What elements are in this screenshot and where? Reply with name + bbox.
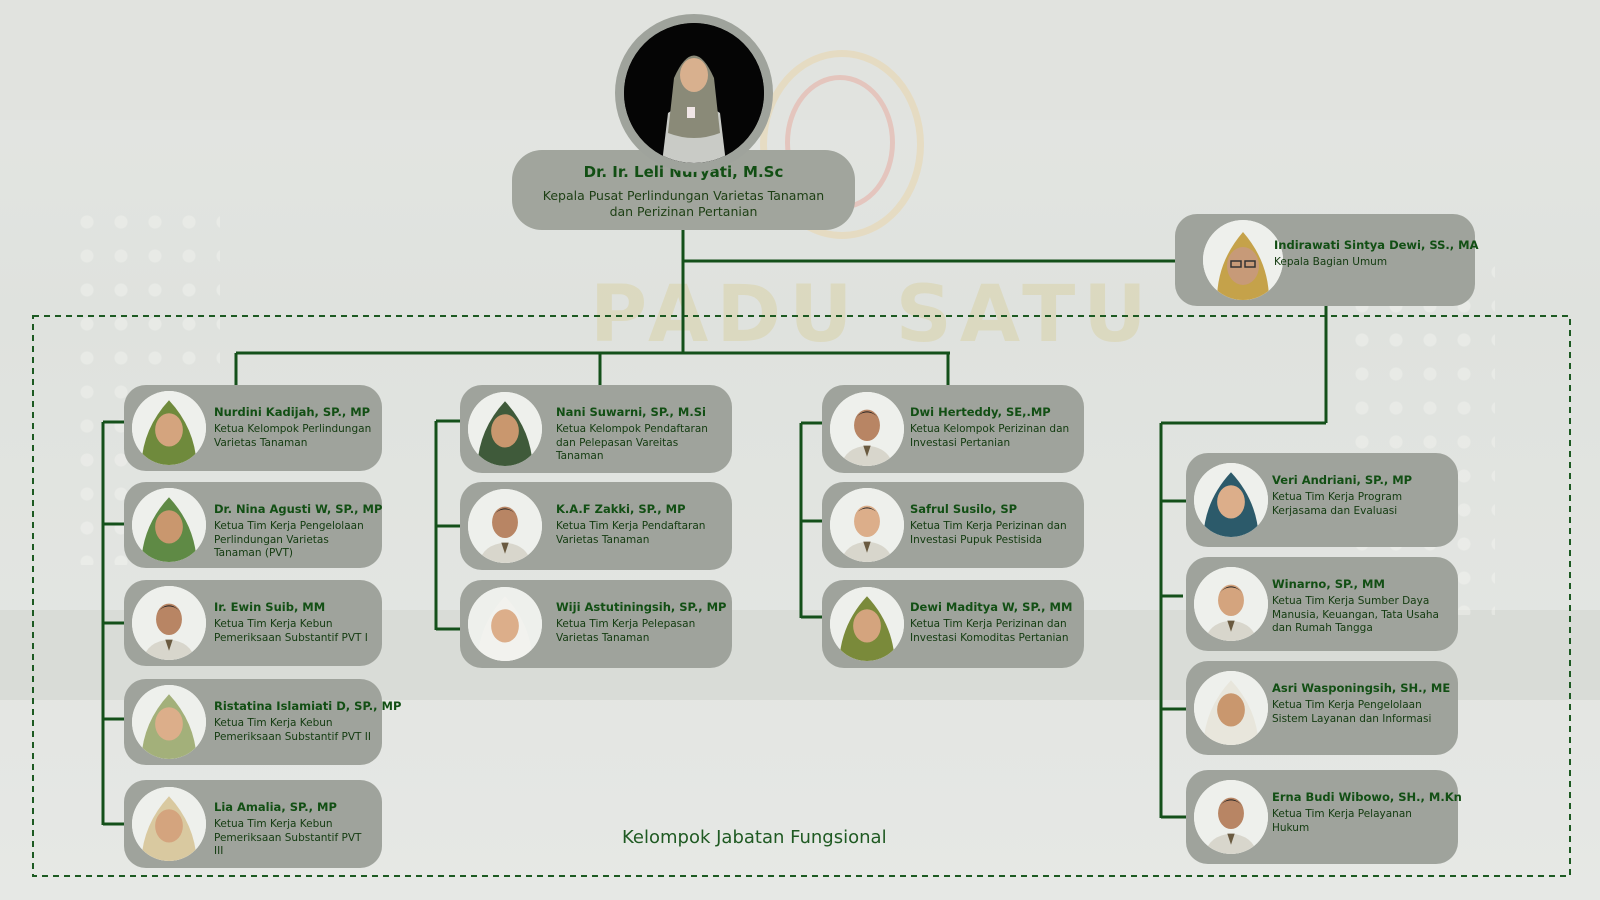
person-portrait-icon (1203, 220, 1283, 300)
person-portrait-icon (468, 587, 542, 661)
member-card: Lia Amalia, SP., MP Ketua Tim Kerja Kebun… (124, 780, 382, 868)
member-name: Nurdini Kadijah, SP., MP (214, 405, 371, 419)
person-portrait-icon (132, 586, 206, 660)
member-card: Dewi Maditya W, SP., MM Ketua Tim Kerja P… (822, 580, 1084, 668)
person-portrait-icon (132, 488, 206, 562)
member-role: Ketua Tim Kerja Pendaftaran Varietas Tan… (556, 520, 706, 546)
member-role: Ketua Kelompok Perizinan dan Investasi P… (910, 423, 1070, 449)
person-portrait-icon (830, 488, 904, 562)
member-role: Ketua Tim Kerja Pelepasan Varietas Tanam… (556, 618, 696, 644)
member-avatar (830, 488, 904, 562)
member-name: Veri Andriani, SP., MP (1272, 473, 1413, 487)
member-card: K.A.F Zakki, SP., MP Ketua Tim Kerja Pend… (460, 482, 732, 570)
member-avatar (468, 489, 542, 563)
person-portrait-icon (132, 391, 206, 465)
member-role: Ketua Tim Kerja Program Kerjasama dan Ev… (1272, 491, 1403, 517)
member-role: Ketua Kelompok Pendaftaran dan Pelepasan… (556, 423, 708, 462)
member-name: K.A.F Zakki, SP., MP (556, 502, 686, 516)
member-avatar (1194, 567, 1268, 641)
member-name: Lia Amalia, SP., MP (214, 800, 337, 814)
head-photo-frame (615, 14, 773, 172)
person-portrait-icon (132, 787, 206, 861)
general-affairs-name: Indirawati Sintya Dewi, SS., MA (1274, 238, 1479, 252)
person-portrait-icon (1194, 780, 1268, 854)
member-avatar (132, 685, 206, 759)
member-avatar (1194, 671, 1268, 745)
functional-group-label: Kelompok Jabatan Fungsional (622, 827, 887, 848)
member-role: Ketua Tim Kerja Perizinan dan Investasi … (910, 618, 1069, 644)
member-name: Erna Budi Wibowo, SH., M.Kn (1272, 790, 1462, 804)
member-card: Winarno, SP., MM Ketua Tim Kerja Sumber D… (1186, 557, 1458, 651)
member-avatar (132, 391, 206, 465)
member-name: Dwi Herteddy, SE,.MP (910, 405, 1051, 419)
person-portrait-icon (1194, 671, 1268, 745)
member-name: Winarno, SP., MM (1272, 577, 1385, 591)
member-card: Wiji Astutiningsih, SP., MP Ketua Tim Ker… (460, 580, 732, 668)
person-portrait-icon (468, 489, 542, 563)
member-avatar (132, 787, 206, 861)
member-avatar (132, 586, 206, 660)
member-name: Dewi Maditya W, SP., MM (910, 600, 1073, 614)
member-name: Safrul Susilo, SP (910, 502, 1018, 516)
person-portrait-icon (1194, 567, 1268, 641)
member-name: Asri Wasponingsih, SH., ME (1272, 681, 1451, 695)
head-role: Kepala Pusat Perlindungan Varietas Tanam… (542, 188, 825, 219)
member-card: Asri Wasponingsih, SH., ME Ketua Tim Kerj… (1186, 661, 1458, 755)
member-name: Ir. Ewin Suib, MM (214, 600, 326, 614)
member-avatar (1194, 780, 1268, 854)
person-portrait-icon (624, 23, 764, 163)
member-card: Ristatina Islamiati D, SP., MP Ketua Tim … (124, 679, 401, 765)
member-role: Ketua Tim Kerja Perizinan dan Investasi … (910, 520, 1067, 546)
member-name: Ristatina Islamiati D, SP., MP (214, 699, 402, 713)
member-role: Ketua Tim Kerja Kebun Pemeriksaan Substa… (214, 618, 368, 644)
member-name: Dr. Nina Agusti W, SP., MP (214, 502, 383, 516)
member-avatar (468, 587, 542, 661)
member-card: Dwi Herteddy, SE,.MP Ketua Kelompok Periz… (822, 385, 1084, 473)
member-role: Ketua Tim Kerja Sumber Daya Manusia, Keu… (1272, 595, 1439, 634)
person-portrait-icon (132, 685, 206, 759)
member-avatar (132, 488, 206, 562)
member-avatar (1194, 463, 1268, 537)
person-portrait-icon (830, 587, 904, 661)
head-avatar (624, 23, 764, 163)
head-name: Dr. Ir. Leli Nuryati, M.Sc (583, 163, 784, 181)
member-card: Safrul Susilo, SP Ketua Tim Kerja Perizin… (822, 482, 1084, 568)
member-role: Ketua Tim Kerja Pelayanan Hukum (1272, 808, 1412, 834)
member-card: Dr. Nina Agusti W, SP., MP Ketua Tim Kerj… (124, 482, 382, 568)
member-role: Ketua Tim Kerja Pengelolaan Perlindungan… (214, 520, 364, 559)
person-portrait-icon (830, 392, 904, 466)
member-avatar (468, 392, 542, 466)
member-name: Nani Suwarni, SP., M.Si (556, 405, 706, 419)
member-card: Ir. Ewin Suib, MM Ketua Tim Kerja Kebun P… (124, 580, 382, 666)
member-card: Veri Andriani, SP., MP Ketua Tim Kerja Pr… (1186, 453, 1458, 547)
general-affairs-role: Kepala Bagian Umum (1274, 256, 1388, 268)
member-role: Ketua Tim Kerja Kebun Pemeriksaan Substa… (214, 818, 362, 857)
person-portrait-icon (468, 392, 542, 466)
member-card: Nurdini Kadijah, SP., MP Ketua Kelompok P… (124, 385, 382, 471)
member-avatar (830, 392, 904, 466)
member-name: Wiji Astutiningsih, SP., MP (556, 600, 727, 614)
general-affairs-card: Indirawati Sintya Dewi, SS., MA Kepala B… (1175, 214, 1479, 306)
member-avatar (830, 587, 904, 661)
member-role: Ketua Tim Kerja Kebun Pemeriksaan Substa… (214, 717, 371, 743)
general-affairs-avatar (1203, 220, 1283, 300)
member-role: Ketua Kelompok Perlindungan Varietas Tan… (214, 423, 372, 449)
member-role: Ketua Tim Kerja Pengelolaan Sistem Layan… (1272, 699, 1432, 725)
person-portrait-icon (1194, 463, 1268, 537)
